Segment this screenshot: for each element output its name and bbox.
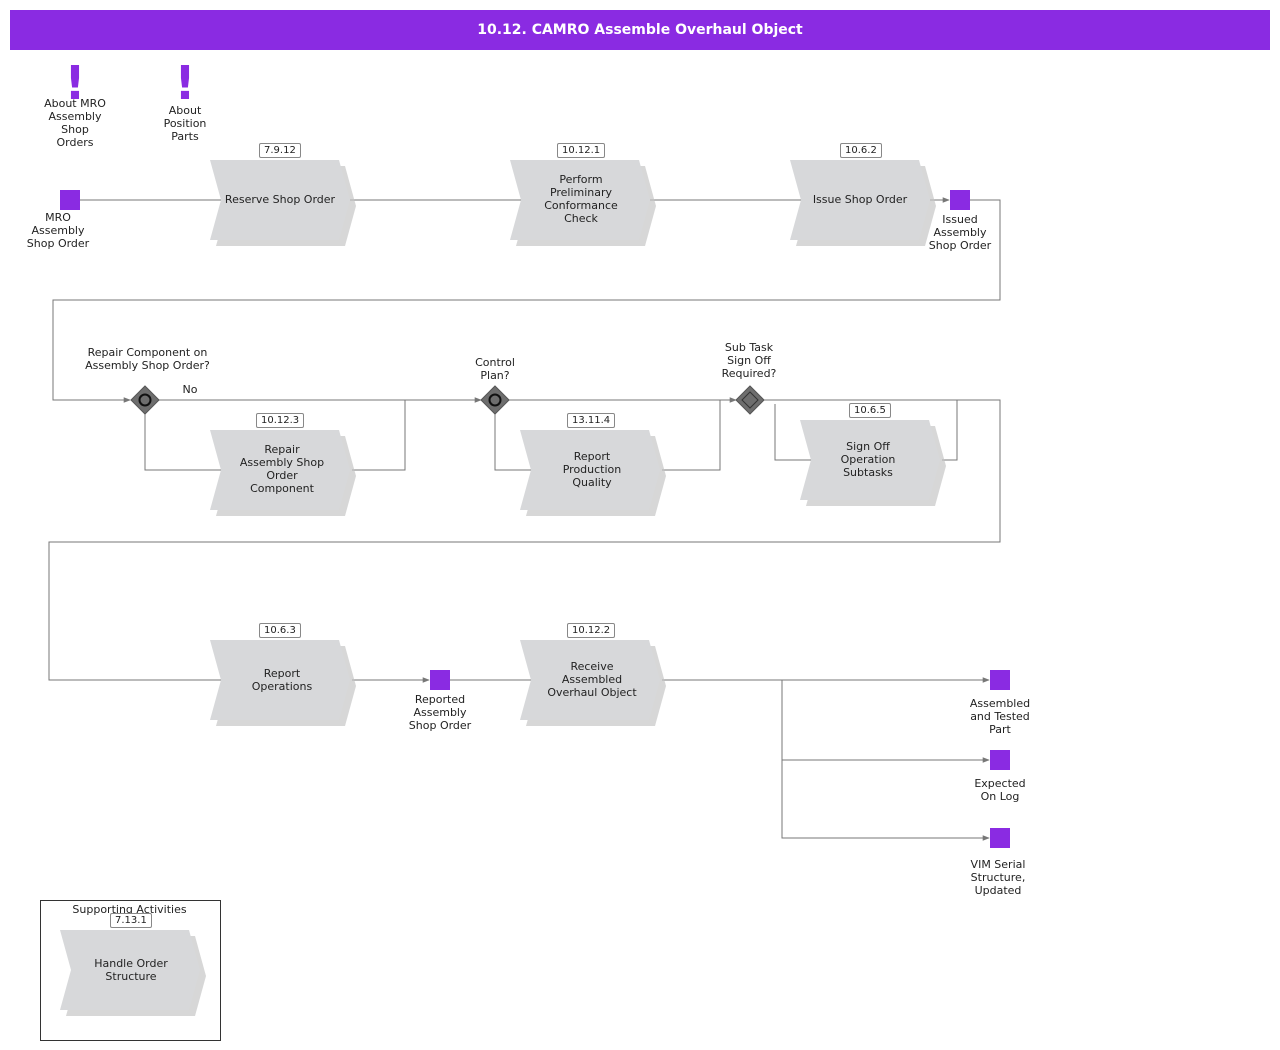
activity-label: Sign Off Operation Subtasks [840, 440, 896, 479]
activity-ref-badge: 10.12.1 [557, 143, 606, 158]
connector [48, 399, 1001, 683]
gateway-repair-component[interactable] [130, 385, 160, 415]
gateway-or-icon [138, 393, 152, 407]
gateway-branch-label: No [182, 383, 198, 396]
connector [781, 680, 990, 763]
activity-ref-badge: 7.13.1 [110, 913, 152, 928]
gateway-label: Control Plan? [475, 356, 515, 382]
event-label: VIM Serial Structure, Updated [970, 858, 1026, 897]
connector [52, 199, 1001, 403]
activity-ref-badge: 10.12.2 [567, 623, 616, 638]
activity-ref-badge: 10.6.2 [840, 143, 882, 158]
activity-issue-shop-order[interactable] [790, 160, 936, 246]
connector [352, 400, 406, 471]
activity-ref-badge: 10.6.5 [849, 403, 891, 418]
activity-reserve-shop-order[interactable] [210, 160, 356, 246]
diagram-title: 10.12. CAMRO Assemble Overhaul Object [10, 10, 1270, 50]
connector [144, 414, 232, 473]
note-label: About Position Parts [163, 104, 207, 143]
activity-ref-badge: 7.9.12 [259, 143, 301, 158]
connector [781, 760, 990, 841]
activity-label: Reserve Shop Order [224, 193, 336, 206]
event-label: MRO Assembly Shop Order [26, 211, 90, 250]
exclamation-icon: ! [175, 56, 196, 110]
connector [774, 404, 824, 463]
activity-label: Handle Order Structure [94, 957, 168, 983]
activity-sign-off-operation-subtasks[interactable] [800, 420, 946, 506]
event-label: Issued Assembly Shop Order [928, 213, 992, 252]
activity-perform-preliminary-conformance-check[interactable] [510, 160, 656, 246]
event-vim-serial-structure-updated[interactable] [990, 828, 1010, 848]
connector [494, 414, 542, 473]
note-label: About MRO Assembly Shop Orders [44, 97, 106, 149]
connector [662, 400, 721, 471]
note-about-mro-assembly-shop-orders[interactable]: ! [65, 56, 86, 110]
event-label: Assembled and Tested Part [969, 697, 1031, 736]
gateway-label: Sub Task Sign Off Required? [721, 341, 777, 380]
activity-label: Perform Preliminary Conformance Check [544, 173, 618, 225]
exclamation-icon: ! [65, 56, 86, 110]
gateway-label: Repair Component on Assembly Shop Order? [85, 346, 210, 372]
activity-label: Repair Assembly Shop Order Component [239, 443, 325, 495]
activity-ref-badge: 10.12.3 [256, 413, 305, 428]
supporting-activities-title: Supporting Activities [72, 903, 187, 916]
gateway-and-icon [741, 391, 759, 409]
activity-report-production-quality[interactable] [520, 430, 666, 516]
event-mro-assembly-shop-order[interactable] [60, 190, 80, 210]
event-label: Reported Assembly Shop Order [408, 693, 472, 732]
activity-handle-order-structure[interactable] [60, 930, 206, 1016]
activity-report-operations[interactable] [210, 640, 356, 726]
activity-ref-badge: 13.11.4 [567, 413, 616, 428]
activity-label: Receive Assembled Overhaul Object [547, 660, 637, 699]
activity-repair-assembly-shop-order-component[interactable] [210, 430, 356, 516]
gateway-sub-task-sign-off[interactable] [735, 385, 765, 415]
activity-label: Report Operations [251, 667, 313, 693]
event-label: Expected On Log [974, 777, 1026, 803]
connector [942, 400, 958, 461]
note-about-position-parts[interactable]: ! [175, 56, 196, 110]
event-assembled-and-tested-part[interactable] [990, 670, 1010, 690]
activity-label: Report Production Quality [562, 450, 622, 489]
gateway-or-icon [488, 393, 502, 407]
event-issued-assembly-shop-order[interactable] [950, 190, 970, 210]
event-expected-on-log[interactable] [990, 750, 1010, 770]
gateway-control-plan[interactable] [480, 385, 510, 415]
activity-receive-assembled-overhaul-object[interactable] [520, 640, 666, 726]
event-reported-assembly-shop-order[interactable] [430, 670, 450, 690]
activity-ref-badge: 10.6.3 [259, 623, 301, 638]
activity-label: Issue Shop Order [812, 193, 908, 206]
